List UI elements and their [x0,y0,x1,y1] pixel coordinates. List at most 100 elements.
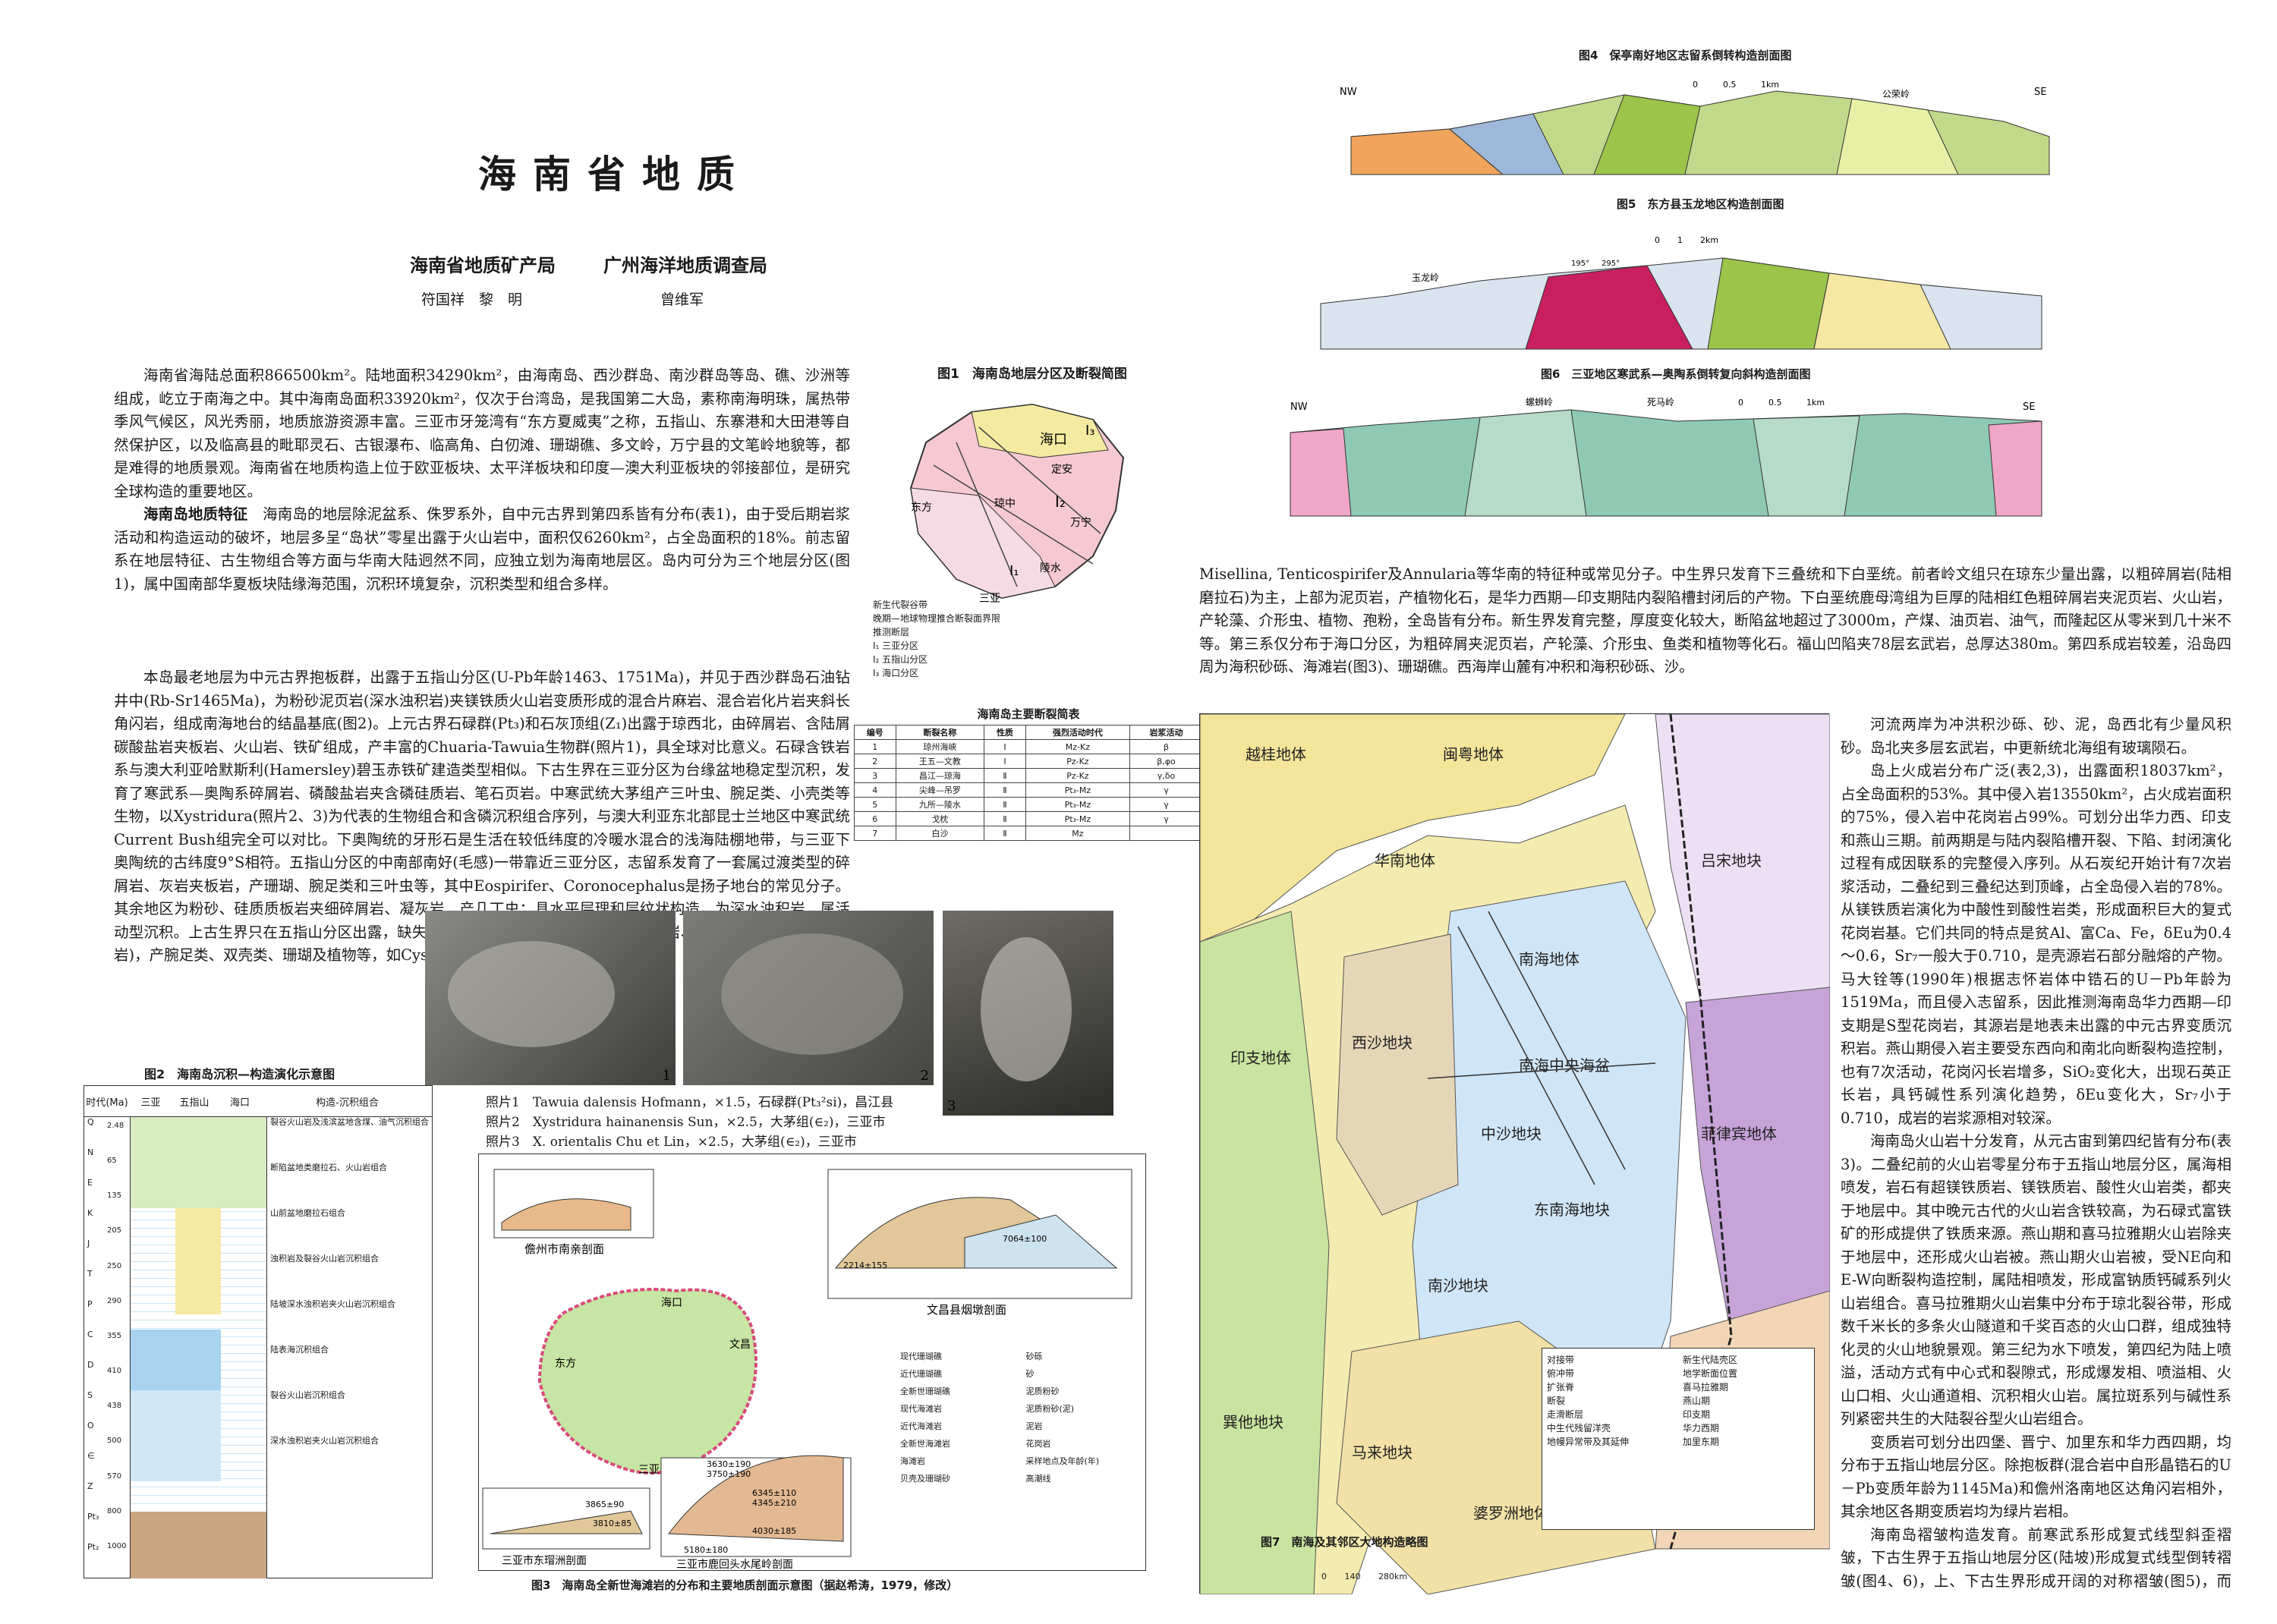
legend-item: 扩张脊 [1547,1382,1575,1393]
authors-2: 曾维军 [660,291,704,308]
table-cell: Ⅱ [984,811,1026,826]
age-label: J [87,1238,90,1248]
orientation-label: NW [1340,87,1357,98]
table-cell: Pz-Kz [1025,754,1131,769]
paragraph-2: 海南岛地质特征 海南岛的地层除泥盆系、侏罗系外，自中元古界到第四系皆有分布(表1… [114,503,850,596]
table-cell: 王五—文教 [895,754,985,769]
age-label: 4030±185 [752,1526,796,1536]
photo-caption: 照片2 Xystridura hainanensis Sun，×2.5，大茅组(… [486,1115,886,1130]
table-cell: γ,δo [1129,768,1203,783]
map-label-I1: Ⅰ₁ [1009,563,1019,579]
legend-item: 断裂 [1547,1396,1566,1406]
table-header: 编号 [854,725,896,740]
region-label: 南海地体 [1519,950,1579,968]
table-cell: Pt₃-Mz [1025,782,1131,798]
figure-1-legend: 新生代裂谷带 晚期—地球物理推合断裂面界限 推测断层 Ⅰ₁ 三亚分区 Ⅰ₂ 五指… [873,598,1192,680]
region-label: 吕宋地块 [1701,851,1762,870]
right-paragraph-4: 海南岛火山岩十分发育，从元古宙到第四纪皆有分布(表3)。二叠纪前的火山岩零星分布… [1841,1132,2231,1427]
legend-item: 近代海滩岩 [900,1421,942,1431]
legend-item: 华力西期 [1683,1423,1720,1434]
right-paragraph-1: Misellina, Tenticospirifer及Annularia等华南的… [1199,565,2231,675]
region-label: 印支地体 [1230,1049,1291,1067]
map-label: 三亚 [638,1464,660,1476]
paragraph-3-block: 本岛最老地层为中元古界抱板群，出露于五指山分区(U-Pb年龄1463、1751M… [114,666,850,1076]
legend-item: 现代海滩岩 [900,1404,942,1414]
legend-item: 全新世珊瑚礁 [900,1386,950,1396]
age-label: 3750±190 [707,1469,751,1479]
ma-label: 500 [107,1437,122,1446]
region-label: 华南地体 [1375,851,1435,870]
age-label: E [87,1178,93,1188]
legend-item: 泥质粉砂(泥) [1025,1404,1075,1414]
paragraph-3: 本岛最老地层为中元古界抱板群，出露于五指山分区(U-Pb年龄1463、1751M… [114,669,850,964]
map-label-sanya: 三亚 [979,593,1000,605]
region-label: 闽粤地体 [1443,745,1504,763]
region-label: 南沙地块 [1428,1276,1488,1295]
table-cell: 5 [854,797,896,812]
fig2-header: 时代(Ma) [86,1097,128,1109]
age-label: 6345±110 [752,1488,796,1498]
figure-4: NW SE 公荣岭 0 0.5 1km [1340,80,2050,175]
ma-label: 438 [107,1402,122,1411]
right-paragraph-3: 岛上火成岩分布广泛(表2,3)，出露面积18037km²，占全岛面积的53%。其… [1841,762,2231,1127]
org-name-2: 广州海洋地质调查局 [603,255,767,276]
legend-item: 地幔异常带及其延伸 [1547,1437,1630,1447]
scale-tick: 1km [1761,80,1779,90]
ma-label: 65 [107,1157,117,1166]
fig2-note: 浊积岩及裂谷火山岩沉积组合 [270,1254,379,1264]
table-cell: Mz [1025,826,1131,841]
table-header-row: 编号 断裂名称 性质 强烈活动时代 岩浆活动 [854,725,1203,740]
legend-item: 全新世海滩岩 [900,1439,950,1449]
orientation-label: NW [1290,401,1308,413]
table-cell: Pz-Kz [1025,768,1131,783]
legend-item: 加里东期 [1683,1437,1720,1447]
map-label-I3: Ⅰ₃ [1085,423,1095,439]
table-cell: Pt₃-Mz [1025,811,1131,826]
scale-tick: 0 [1693,80,1698,90]
figure-3-caption: 图3 海南岛全新世海滩岩的分布和主要地质剖面示意图（据赵希涛，1979，修改） [531,1578,959,1592]
region-label: 西沙地块 [1352,1034,1412,1052]
scale-tick: 0 [1321,1572,1327,1582]
legend-item: Ⅰ₂ 五指山分区 [873,654,928,665]
photo-caption: 照片3 X. orientalis Chu et Lin，×2.5，大茅组(∈₂… [486,1135,857,1150]
right-paragraph-6: 海南岛褶皱构造发育。前寒武系形成复式线型斜歪褶皱，下古生界于五指山地层分区(陆坡… [1841,1525,2231,1590]
map-label-I2: Ⅰ₂ [1055,493,1066,511]
table-cell: 尖峰—吊罗 [895,782,985,798]
legend-item: 喜马拉雅期 [1683,1382,1729,1393]
table-header: 岩浆活动 [1129,725,1203,740]
age-label: S [87,1390,93,1400]
table-cell: 7 [854,826,896,841]
map-label: 海口 [661,1297,682,1309]
fig2-header: 五指山 [179,1097,209,1109]
age-label: D [87,1360,94,1370]
table-header: 强烈活动时代 [1025,725,1131,740]
right-text-column: 河流两岸为冲洪积沙砾、砂、泥，岛西北有少量风积砂。岛北夹多层玄武岩，中更新统北海… [1841,713,2231,1594]
ma-label: 570 [107,1471,122,1481]
table-cell [1129,826,1203,841]
age-label: Pt₂ [87,1542,99,1552]
map-label-dingan: 定安 [1051,464,1072,476]
legend-item: 高潮线 [1025,1474,1051,1484]
fig2-note: 山前盆地磨拉石组合 [270,1208,345,1218]
figure-1-map: 海口 定安 东方 琼中 万宁 陵水 三亚 Ⅰ₂ Ⅰ₁ Ⅰ₃ [865,389,1199,609]
legend-item: 贝壳及珊瑚砂 [900,1474,950,1484]
paragraph-2-body: 海南岛的地层除泥盆系、侏罗系外，自中元古界到第四系皆有分布(表1)，由于受后期岩… [114,505,850,593]
map-label-wanning: 万宁 [1070,516,1091,529]
orientation-label: SE [2034,87,2046,98]
place-label: 玉龙岭 [1412,272,1439,283]
figure-6-caption: 图6 三亚地区寒武系—奥陶系倒转复向斜构造剖面图 [1541,367,1811,381]
legend-item: 地学断面位置 [1683,1368,1738,1379]
table-cell: 4 [854,782,896,798]
fig2-note: 裂谷火山岩及浅滨盆地含煤、油气沉积组合 [270,1117,429,1127]
map-label-haikou: 海口 [1040,432,1067,448]
intro-text: 海南省海陆总面积866500km²。陆地面积34290km²，由海南岛、西沙群岛… [114,364,850,596]
figure-7: 越桂地体 闽粤地体 华南地体 印支地体 南海地体 南海中央海盆 西沙地块 中沙地… [1199,713,1831,1595]
fault-table-title: 海南岛主要断裂简表 [977,707,1080,721]
ma-label: 135 [107,1191,122,1201]
age-label: P [87,1299,93,1309]
legend-item: 现代珊瑚礁 [900,1352,942,1361]
legend-item: Ⅰ₃ 海口分区 [873,668,919,678]
